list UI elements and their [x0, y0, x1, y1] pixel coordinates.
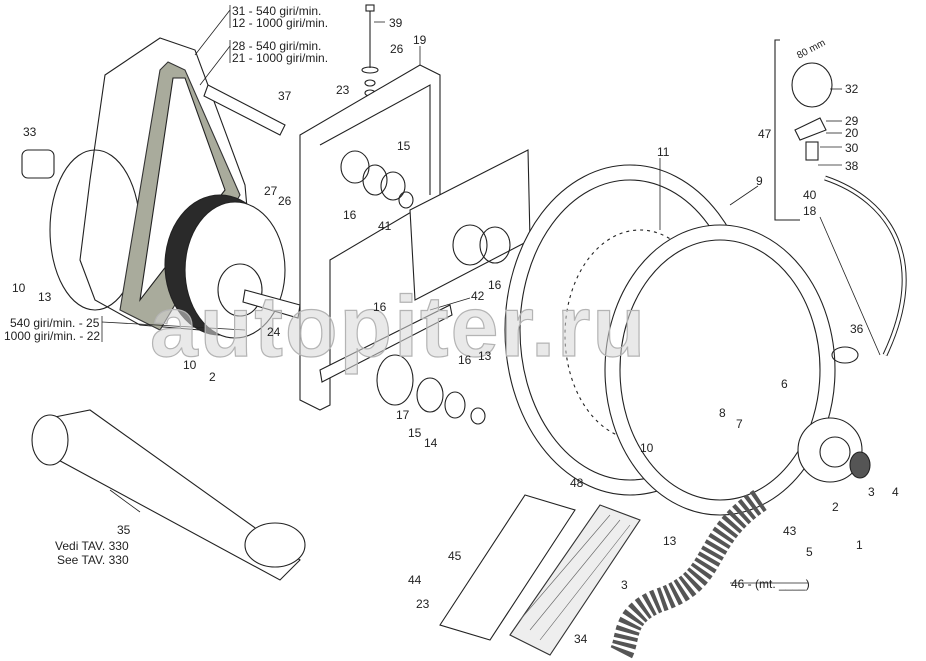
callout-46: 46 - (mt. ____) [731, 577, 810, 591]
gauge-32 [791, 62, 833, 108]
callout-2: 2 [209, 370, 216, 384]
callout-38: 38 [845, 159, 859, 173]
watermark: autopiter.ru [149, 279, 648, 375]
plate-45 [439, 494, 576, 641]
callout-8: 8 [719, 406, 726, 420]
callout-36: 36 [850, 322, 864, 336]
callout-44: 44 [408, 573, 422, 587]
callout-13c: 13 [663, 534, 677, 548]
part-33 [21, 149, 55, 179]
callout-23b: 23 [416, 597, 430, 611]
callout-10b: 10 [183, 358, 197, 372]
callout-37: 37 [278, 89, 292, 103]
callout-26b: 26 [278, 194, 292, 208]
callout-15: 15 [397, 139, 411, 153]
callout-14: 14 [424, 436, 438, 450]
plate-lower [319, 304, 453, 383]
callout-32: 32 [845, 82, 859, 96]
callout-16d: 16 [458, 353, 472, 367]
filter-34 [509, 504, 641, 656]
callout-5: 5 [806, 545, 813, 559]
callout-13: 13 [38, 290, 52, 304]
callout-3b: 3 [621, 578, 628, 592]
callout-43: 43 [783, 524, 797, 538]
callout-30: 30 [845, 141, 859, 155]
callout-26: 26 [390, 42, 404, 56]
callout-24: 24 [267, 325, 281, 339]
shaft-24 [242, 289, 301, 319]
callout-23: 23 [336, 83, 350, 97]
callout-18: 18 [803, 204, 817, 218]
callout-48: 48 [570, 476, 584, 490]
callout-10c: 10 [640, 441, 654, 455]
callout-29: 29 [845, 114, 859, 128]
callout-19: 19 [413, 33, 427, 47]
reference-en: See TAV. 330 [57, 553, 129, 567]
callout-45: 45 [448, 549, 462, 563]
callout-28: 28 - 540 giri/min. [232, 39, 322, 53]
callout-13b: 13 [478, 349, 492, 363]
callout-47: 47 [758, 127, 772, 141]
callout-1: 1 [856, 538, 863, 552]
callout-20: 20 [845, 126, 859, 140]
callout-40: 40 [803, 188, 817, 202]
callout-22: 1000 giri/min. - 22 [4, 329, 101, 343]
reference-it: Vedi TAV. 330 [55, 539, 129, 553]
leader-lines [101, 5, 881, 584]
callout-42: 42 [471, 289, 485, 303]
callout-27: 27 [264, 184, 278, 198]
callout-6: 6 [781, 377, 788, 391]
callout-9: 9 [756, 174, 763, 188]
callout-31: 31 - 540 giri/min. [232, 4, 322, 18]
hose-46 [609, 490, 767, 661]
callout-17: 17 [396, 408, 410, 422]
callout-2b: 2 [832, 500, 839, 514]
callout-16: 16 [343, 208, 357, 222]
callout-33: 33 [23, 125, 37, 139]
callout-10: 10 [12, 281, 26, 295]
callout-11: 11 [657, 145, 670, 159]
bolt-39 [365, 4, 375, 12]
callout-25: 540 giri/min. - 25 [10, 316, 100, 330]
manifold-5 [797, 417, 863, 483]
callout-12: 12 - 1000 giri/min. [232, 16, 329, 30]
shaft-37 [203, 84, 286, 136]
callout-15b: 15 [408, 426, 422, 440]
callout-7: 7 [736, 417, 743, 431]
reel-flange-front [604, 224, 836, 516]
callout-16b: 16 [373, 300, 387, 314]
frame-19 [299, 64, 441, 411]
callout-21: 21 - 1000 giri/min. [232, 51, 329, 65]
callout-16c: 16 [488, 278, 502, 292]
callout-4: 4 [892, 485, 899, 499]
callout-35: 35 [117, 523, 131, 537]
callout-39: 39 [389, 16, 403, 30]
callout-34: 34 [574, 632, 588, 646]
hose-40 [824, 175, 907, 357]
callout-41: 41 [378, 219, 392, 233]
callout-3: 3 [868, 485, 875, 499]
